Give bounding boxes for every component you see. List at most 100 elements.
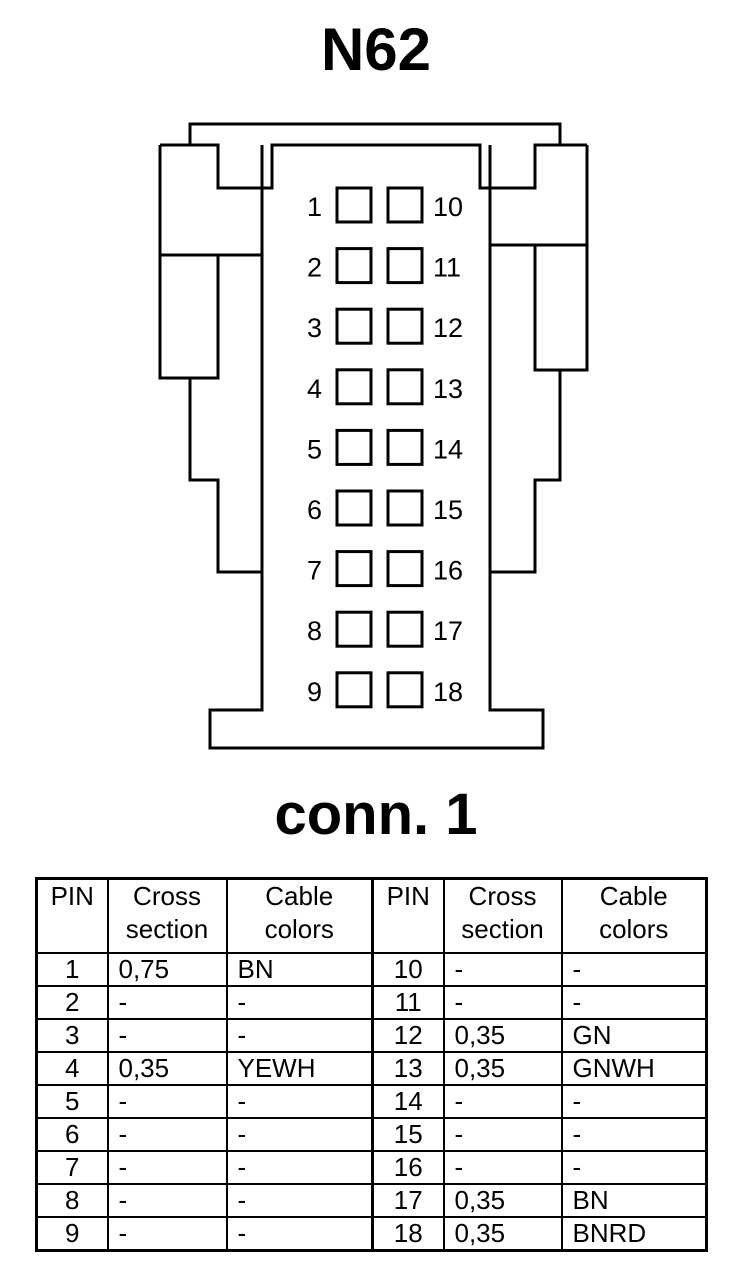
pin-socket-left: [335, 550, 373, 588]
connector-base: [208, 572, 545, 750]
cell-cable-color-right: GN: [560, 1018, 708, 1053]
cell-pin-left: 6: [35, 1117, 109, 1152]
table-row: 7--16--: [35, 1150, 708, 1185]
pin-label-left: 8: [307, 616, 322, 646]
cell-pin-right: 10: [371, 952, 445, 987]
cell-cable-color-right: -: [560, 985, 708, 1020]
cell-cable-color-right: -: [560, 1117, 708, 1152]
pin-socket-right: [386, 610, 424, 648]
cell-cross-section-left: -: [106, 1018, 228, 1053]
cell-cross-section-left: -: [106, 1084, 228, 1119]
pinout-table: PIN Cross section Cable colors PIN Cross…: [35, 877, 708, 1252]
cell-pin-right: 11: [371, 985, 445, 1020]
pin-socket-left: [335, 489, 373, 527]
pin-label-left: 1: [307, 192, 322, 222]
table-row: 5--14--: [35, 1084, 708, 1119]
cell-pin-left: 7: [35, 1150, 109, 1185]
cell-cable-color-right: BN: [560, 1183, 708, 1218]
pin-label-right: 14: [433, 434, 463, 464]
cell-pin-left: 3: [35, 1018, 109, 1053]
cell-pin-right: 15: [371, 1117, 445, 1152]
pin-label-left: 3: [307, 313, 322, 343]
cell-cross-section-right: -: [442, 952, 563, 987]
cell-pin-right: 18: [371, 1216, 445, 1252]
cell-cross-section-right: 0,35: [442, 1018, 563, 1053]
cell-cable-color-left: YEWH: [225, 1051, 374, 1086]
pin-label-left: 6: [307, 495, 322, 525]
table-row: 6--15--: [35, 1117, 708, 1152]
cell-cross-section-left: 0,35: [106, 1051, 228, 1086]
cell-pin-left: 5: [35, 1084, 109, 1119]
cell-pin-left: 8: [35, 1183, 109, 1218]
cell-pin-right: 12: [371, 1018, 445, 1053]
header-cable-colors-right: Cable colors: [560, 877, 708, 954]
pin-label-right: 13: [433, 374, 463, 404]
cell-cross-section-left: -: [106, 1216, 228, 1252]
pin-socket-right: [386, 671, 424, 709]
cell-cable-color-left: -: [225, 985, 374, 1020]
pin-socket-left: [335, 186, 373, 224]
header-pin-right: PIN: [371, 877, 445, 954]
cell-cable-color-left: -: [225, 1084, 374, 1119]
pin-socket-right: [386, 186, 424, 224]
cell-cross-section-right: -: [442, 1150, 563, 1185]
connector-left-body: [158, 145, 264, 574]
connector-top-cap: [188, 122, 562, 145]
pin-socket-left: [335, 610, 373, 648]
pin-socket-left: [335, 671, 373, 709]
cell-cable-color-right: -: [560, 952, 708, 987]
cell-pin-left: 1: [35, 952, 109, 987]
pin-label-right: 10: [433, 192, 463, 222]
pin-socket-right: [386, 307, 424, 345]
cell-pin-right: 16: [371, 1150, 445, 1185]
cell-pin-right: 13: [371, 1051, 445, 1086]
header-cross-section-left: Cross section: [106, 877, 228, 954]
cell-cable-color-right: -: [560, 1084, 708, 1119]
cell-pin-left: 4: [35, 1051, 109, 1086]
pin-socket-left: [335, 368, 373, 406]
pin-socket-left: [335, 428, 373, 466]
cell-cable-color-left: BN: [225, 952, 374, 987]
pin-label-left: 4: [307, 374, 322, 404]
cell-cable-color-left: -: [225, 1018, 374, 1053]
cell-cross-section-left: -: [106, 1117, 228, 1152]
pin-label-right: 18: [433, 677, 463, 707]
connector-outline: [158, 122, 589, 750]
connector-top-steps: [160, 143, 587, 190]
pin-label-right: 17: [433, 616, 463, 646]
pin-label-right: 16: [433, 556, 463, 586]
pin-label-left: 5: [307, 434, 322, 464]
cell-cable-color-left: -: [225, 1216, 374, 1252]
table-header-row: PIN Cross section Cable colors PIN Cross…: [35, 877, 708, 954]
pin-label-left: 7: [307, 556, 322, 586]
cell-cross-section-right: 0,35: [442, 1216, 563, 1252]
cell-pin-right: 17: [371, 1183, 445, 1218]
cell-cable-color-right: -: [560, 1150, 708, 1185]
pin-socket-right: [386, 368, 424, 406]
pin-socket-left: [335, 247, 373, 285]
pin-label-right: 12: [433, 313, 463, 343]
header-pin-left: PIN: [35, 877, 109, 954]
cell-cross-section-left: -: [106, 985, 228, 1020]
pin-label-right: 11: [433, 253, 461, 283]
cell-pin-left: 2: [35, 985, 109, 1020]
cell-cross-section-left: -: [106, 1150, 228, 1185]
cell-cross-section-right: 0,35: [442, 1183, 563, 1218]
pin-label-left: 2: [307, 253, 322, 283]
cell-cable-color-right: GNWH: [560, 1051, 708, 1086]
cell-cross-section-right: -: [442, 1117, 563, 1152]
pin-socket-right: [386, 428, 424, 466]
cell-cross-section-right: -: [442, 985, 563, 1020]
pin-label-left: 9: [307, 677, 322, 707]
connector-right-body: [488, 145, 589, 574]
pin-socket-right: [386, 247, 424, 285]
cell-cable-color-right: BNRD: [560, 1216, 708, 1252]
cell-cross-section-left: -: [106, 1183, 228, 1218]
